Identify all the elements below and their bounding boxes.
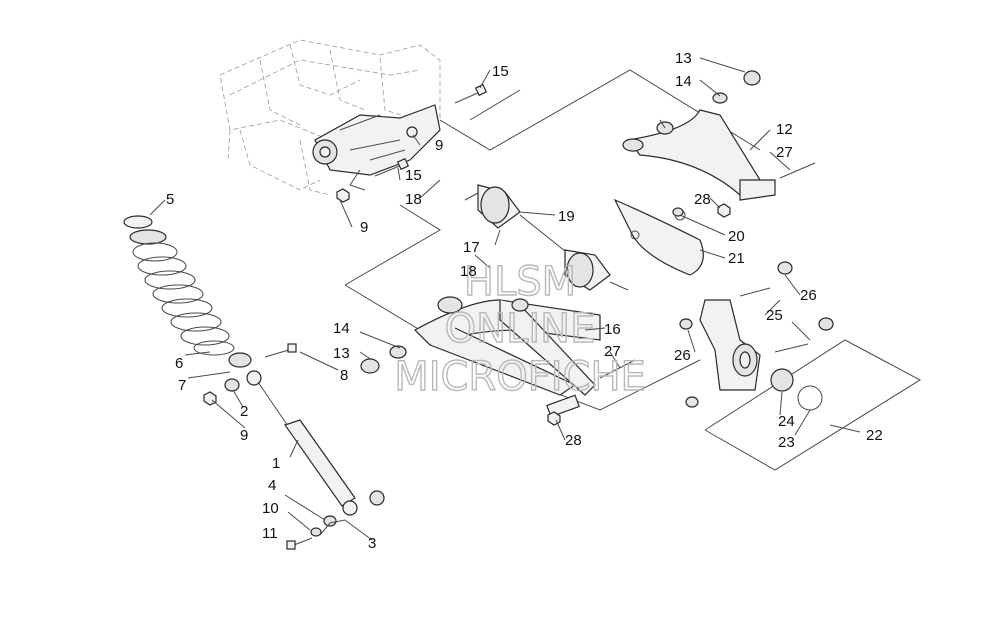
callout-13-lower: 13: [333, 345, 350, 362]
callout-28-lower: 28: [565, 432, 582, 449]
callout-24: 24: [778, 413, 795, 430]
assembly-box-knuckle: [704, 339, 922, 471]
watermark-microfiche: MICROFICHE: [394, 354, 646, 400]
callout-9-upper: 9: [435, 137, 443, 154]
callout-4: 4: [268, 477, 276, 494]
callout-3: 3: [368, 535, 376, 552]
callout-19: 19: [558, 208, 575, 225]
callout-20: 20: [728, 228, 745, 245]
callout-9-shock: 9: [240, 427, 248, 444]
callout-14-upper: 14: [675, 73, 692, 90]
nut-28-upper: [717, 203, 731, 218]
assembly-line-left: [344, 204, 441, 286]
coil-spring: [123, 215, 235, 356]
callout-16: 16: [604, 321, 621, 338]
assembly-line-frame: [469, 89, 521, 121]
drive-axle: [464, 184, 629, 291]
snap-ring-23: [797, 385, 823, 411]
bolt-27-lower: [599, 359, 636, 379]
bolt-15-upper: [454, 83, 488, 104]
differential-housing: [312, 104, 441, 191]
assembly-line-upper: [439, 69, 761, 151]
bearing-24: [770, 368, 794, 392]
callout-23: 23: [778, 434, 795, 451]
callout-14-lower: 14: [333, 320, 350, 337]
nut-9-shock: [203, 391, 217, 406]
callout-6: 6: [175, 355, 183, 372]
bolt-27-upper: [779, 162, 816, 179]
bushing-13-lower: [360, 358, 380, 374]
washer-20: [672, 207, 684, 217]
nut-9-left: [336, 188, 350, 203]
watermark-hlsm: HLSM: [464, 259, 576, 305]
callout-27-upper: 27: [776, 144, 793, 161]
callout-11: 11: [262, 525, 278, 542]
bushing-13-upper-a: [743, 70, 761, 86]
callout-1: 1: [272, 455, 280, 472]
callout-2: 2: [240, 403, 248, 420]
spring-retainer: [228, 352, 252, 368]
bushing-2: [224, 378, 240, 392]
callout-21: 21: [728, 250, 745, 267]
callout-18-lower: 18: [460, 263, 477, 280]
callout-18-upper: 18: [405, 191, 422, 208]
callout-9-lower: 9: [360, 219, 368, 236]
watermark-online: ONLINE: [445, 306, 596, 352]
callout-26-right: 26: [800, 287, 817, 304]
bushing-3: [369, 490, 385, 506]
leader-lines: [149, 57, 861, 541]
bushing-14-lower: [389, 345, 407, 359]
callout-25: 25: [766, 307, 783, 324]
bolt-8: [264, 343, 297, 358]
callout-17: 17: [463, 239, 480, 256]
washer-4: [323, 515, 337, 527]
callout-5: 5: [166, 191, 174, 208]
washer-10: [310, 527, 322, 537]
bolt-11: [286, 537, 313, 550]
bolt-15-lower: [374, 157, 410, 177]
upper-a-arm: [622, 109, 776, 201]
callout-13-upper: 13: [675, 50, 692, 67]
callout-28-upper: 28: [694, 191, 711, 208]
lower-a-arm: [414, 296, 601, 418]
shock-absorber: [246, 370, 358, 516]
callout-10: 10: [262, 500, 279, 517]
steering-knuckle: [699, 299, 761, 391]
callout-26-left: 26: [674, 347, 691, 364]
knuckle-studs: [739, 261, 834, 353]
callout-15-upper: 15: [492, 63, 509, 80]
callout-22: 22: [866, 427, 883, 444]
nut-26-upper: [679, 318, 693, 330]
callout-15-lower: 15: [405, 167, 422, 184]
cv-guard: [613, 198, 704, 276]
vehicle-frame: [219, 39, 441, 196]
callout-7: 7: [178, 377, 186, 394]
nut-26-lower: [685, 396, 699, 408]
bushing-14-upper: [712, 92, 728, 104]
callout-27-lower: 27: [604, 343, 621, 360]
callout-8: 8: [340, 367, 348, 384]
callout-12: 12: [776, 121, 793, 138]
